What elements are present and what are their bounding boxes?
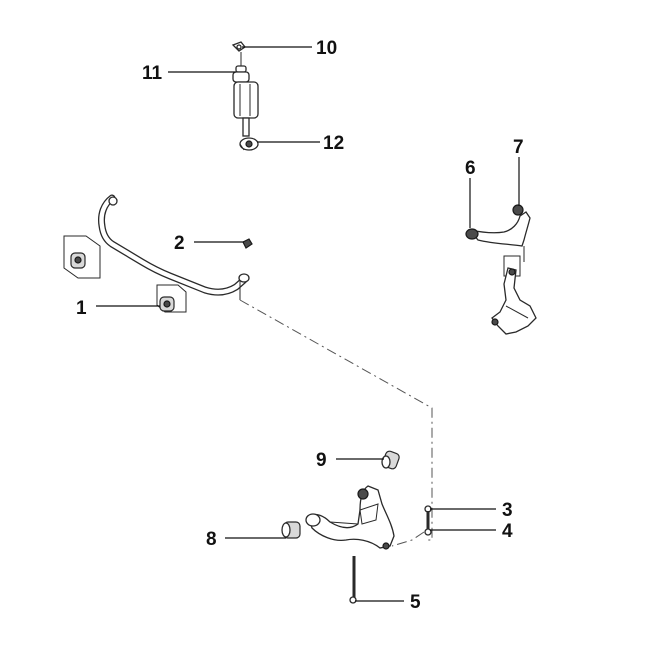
shock-absorber xyxy=(231,41,259,151)
steering-knuckle xyxy=(491,255,537,335)
callout-1: 1 xyxy=(76,298,87,319)
callout-9: 9 xyxy=(316,450,327,471)
callout-4: 4 xyxy=(502,521,513,542)
callout-5: 5 xyxy=(410,592,421,613)
callout-10: 10 xyxy=(316,38,337,59)
lower-control-arm-bushing-8 xyxy=(281,521,301,539)
callout-3: 3 xyxy=(502,500,513,521)
stabilizer-bushing xyxy=(70,252,175,312)
callout-8: 8 xyxy=(206,529,217,550)
leader-lines xyxy=(96,46,520,602)
callout-2: 2 xyxy=(174,233,185,254)
callout-6: 6 xyxy=(465,158,476,179)
callout-11: 11 xyxy=(142,63,163,84)
lower-control-arm xyxy=(305,485,395,550)
callout-7: 7 xyxy=(513,137,524,158)
assembly-dash-lines xyxy=(239,299,433,547)
bushing-frames xyxy=(63,235,187,313)
callout-12: 12 xyxy=(323,133,344,154)
upper-control-arm xyxy=(465,204,531,262)
stabilizer-link xyxy=(424,505,432,536)
lower-control-arm-bushing-9 xyxy=(381,450,400,470)
stabilizer-bar xyxy=(98,194,253,300)
long-bolt xyxy=(349,556,357,604)
